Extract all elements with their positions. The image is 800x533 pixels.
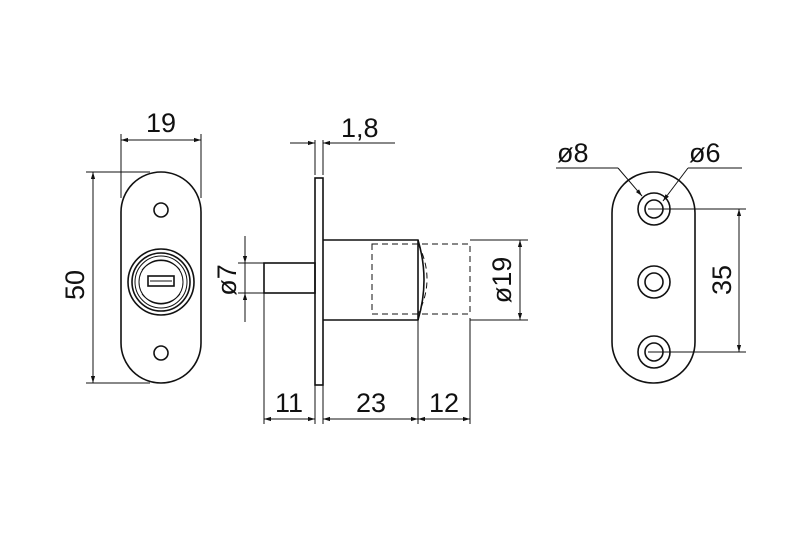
hidden-bolt [371,243,471,315]
mount-plate [611,171,696,384]
body-length-label: 23 [356,388,386,418]
front-width-label: 19 [146,108,176,138]
side-flange [314,177,324,386]
hole-spacing-label: 35 [707,265,737,295]
body-dia-label: ø19 [487,257,517,304]
outer-hole-label: ø8 [557,138,589,168]
plate-view: ø8 ø6 35 [556,138,746,384]
front-plate [120,171,202,384]
plate-thickness-label: 1,8 [341,113,379,143]
side-view: 1,8 ø7 ø19 11 23 12 [212,113,528,424]
lock-cylinder [127,248,195,316]
side-spindle [263,262,316,294]
inner-hole-label: ø6 [689,138,721,168]
key-slot [147,275,175,287]
side-body [323,239,425,321]
bolt-travel-label: 12 [429,388,459,418]
bottom-screw-hole [153,345,169,361]
spindle-length-label: 11 [275,388,303,418]
front-height-label: 50 [60,270,90,300]
spindle-dia-label: ø7 [212,264,242,296]
middle-hole [637,265,671,299]
top-screw-hole [153,202,169,218]
front-view: 19 50 [60,108,202,384]
